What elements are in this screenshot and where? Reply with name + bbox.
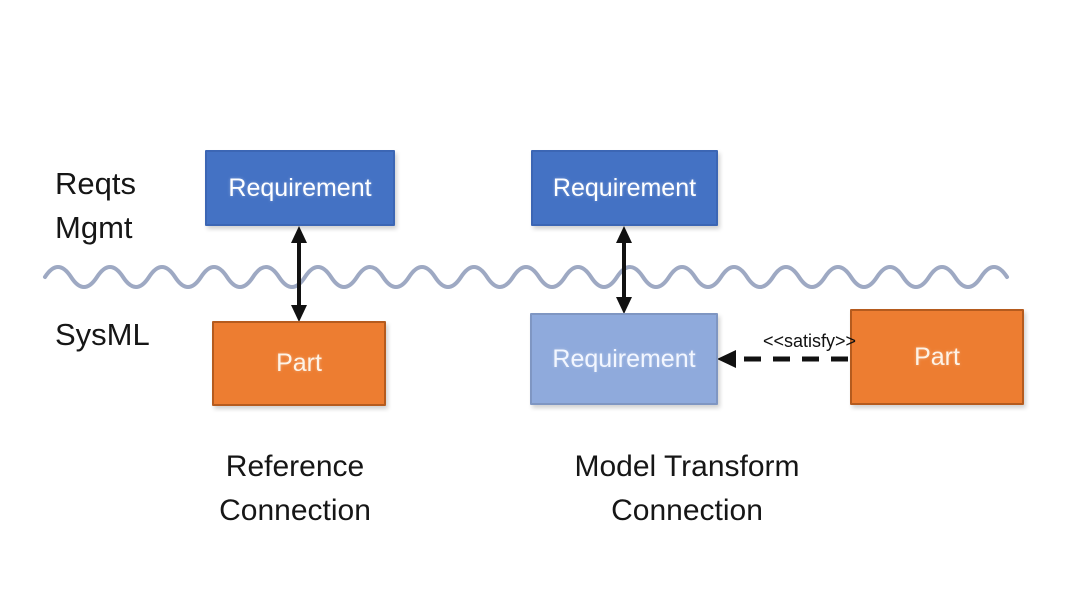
- model-transform-connection-caption: Model Transform Connection: [537, 445, 837, 533]
- model-transform-connection-caption-line2: Connection: [611, 494, 763, 527]
- reqts-mgmt-lane-label-line1: Reqts: [55, 166, 136, 201]
- reference-connection-arrow: [291, 226, 307, 322]
- reference-connection-caption: Reference Connection: [175, 445, 415, 533]
- reqts-mgmt-lane-label-line2: Mgmt: [55, 210, 133, 245]
- satisfy-stereotype-label: <<satisfy>>: [763, 331, 857, 351]
- sysml-lane-label-text: SysML: [55, 317, 150, 352]
- sysml-lane-label: SysML: [55, 313, 150, 357]
- reference-connection-caption-line1: Reference: [225, 450, 365, 483]
- satisfy-dependency-arrow: [717, 350, 848, 368]
- requirement-node-reqts-left: Requirement: [205, 150, 395, 226]
- requirement-node-reqts-right: Requirement: [531, 150, 718, 226]
- layer-boundary-wave: [43, 265, 1009, 289]
- requirement-node-sysml-middle: Requirement: [530, 313, 718, 405]
- model-transform-arrow: [616, 226, 632, 314]
- part-node-sysml-right: Part: [850, 309, 1024, 405]
- model-transform-connection-caption-line1: Model Transform: [574, 450, 800, 483]
- reference-connection-caption-line2: Connection: [219, 494, 371, 527]
- reqts-mgmt-lane-label: Reqts Mgmt: [55, 162, 136, 250]
- part-node-sysml-left: Part: [212, 321, 386, 406]
